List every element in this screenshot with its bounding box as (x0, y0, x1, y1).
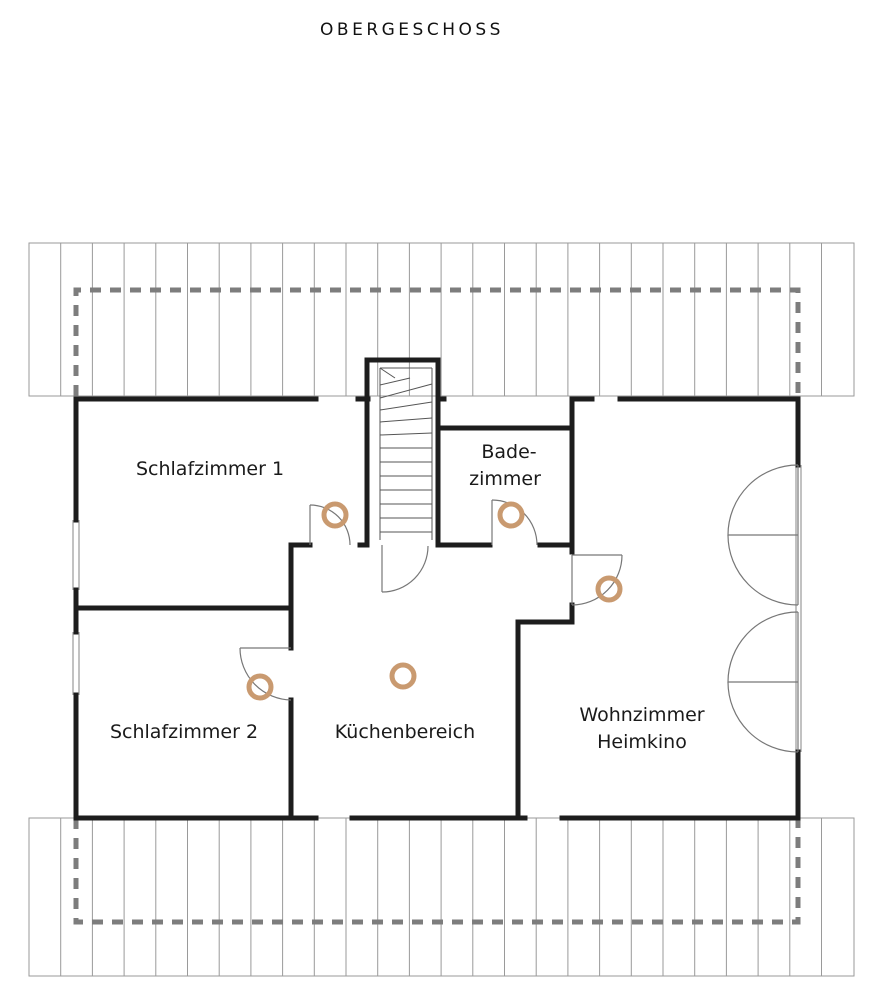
door-swing-icon (381, 545, 429, 593)
ceiling-light-icon (321, 501, 349, 529)
ceiling-light-icon (595, 575, 623, 603)
doors (239, 464, 799, 753)
room-label-badezimmer-line1: Bade- (481, 441, 536, 463)
room-label-schlafzimmer-1: Schlafzimmer 1 (136, 458, 284, 480)
staircase-icon (379, 367, 433, 540)
ceiling-light-icon (389, 662, 417, 690)
ceiling-light-icon (497, 501, 525, 529)
room-label-badezimmer-line2: zimmer (469, 468, 541, 490)
room-label-schlafzimmer-2: Schlafzimmer 2 (110, 721, 258, 743)
roof-top (28, 242, 855, 397)
door-swing-icon (239, 647, 292, 701)
room-label-wohnzimmer-line1: Wohnzimmer (579, 704, 704, 726)
walls (73, 357, 801, 821)
page-title: OBERGESCHOSS (320, 20, 504, 40)
door-swing-icon (571, 554, 623, 606)
light-fixtures (246, 501, 623, 701)
windows (72, 465, 802, 752)
door-swing-icon (727, 611, 799, 753)
door-swing-icon (309, 504, 351, 546)
roof-bottom (28, 817, 855, 977)
dashed-outline (73, 287, 801, 925)
room-label-kuechenbereich: Küchenbereich (335, 721, 475, 743)
room-label-wohnzimmer-line2: Heimkino (597, 731, 687, 753)
door-swing-icon (727, 464, 799, 606)
ceiling-light-icon (246, 673, 274, 701)
